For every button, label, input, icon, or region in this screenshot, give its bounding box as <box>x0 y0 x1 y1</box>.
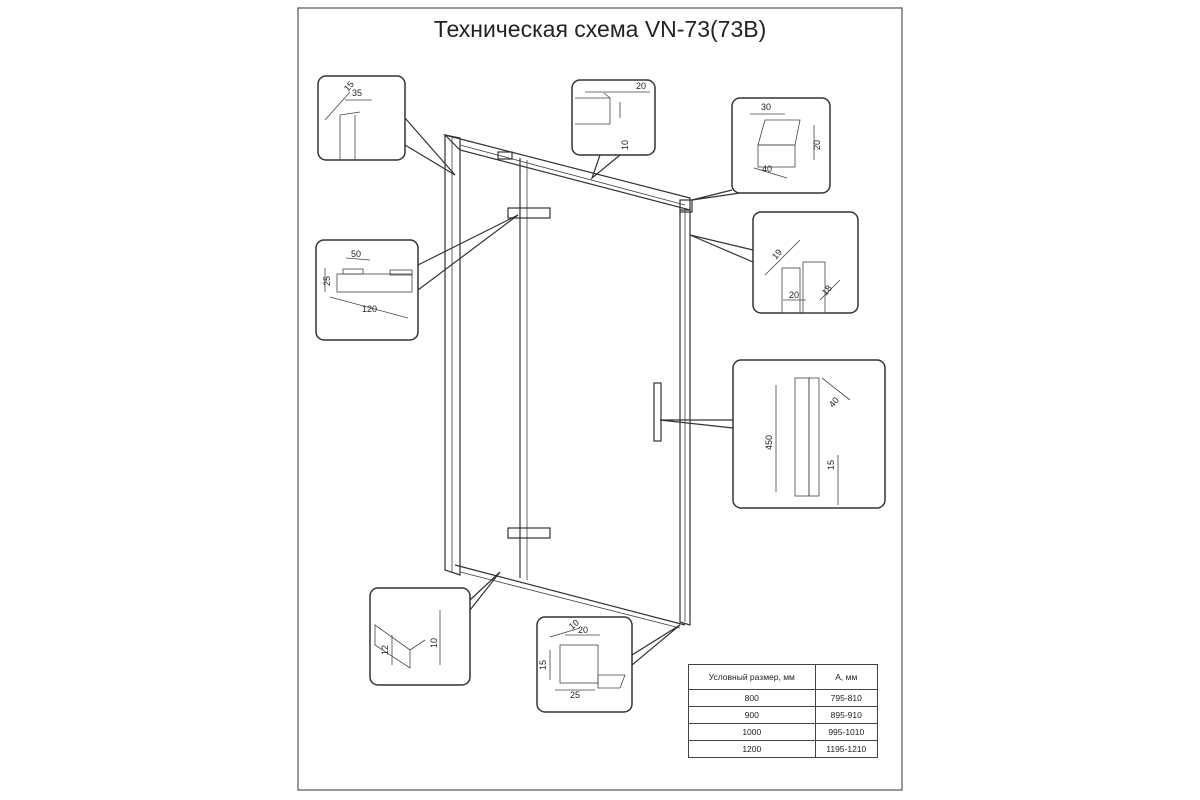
corner-bracket <box>679 199 693 213</box>
drawing-title: Техническая схема VN-73(73B) <box>433 16 767 42</box>
svg-text:20: 20 <box>812 140 822 150</box>
svg-text:35: 35 <box>352 88 362 98</box>
hinge-top <box>507 207 551 219</box>
callout-side-profile: 15 35 <box>317 75 406 161</box>
hinge-bottom <box>507 527 551 539</box>
callout-top-rail: 20 10 <box>571 79 656 156</box>
svg-text:19: 19 <box>770 247 784 261</box>
svg-text:20: 20 <box>789 290 799 300</box>
handle <box>653 382 662 442</box>
svg-text:450: 450 <box>764 435 774 450</box>
svg-text:10: 10 <box>620 140 630 150</box>
svg-text:15: 15 <box>342 79 356 93</box>
svg-text:20: 20 <box>636 81 646 91</box>
callout-corner-bracket: 30 20 40 <box>731 97 831 194</box>
shower-door <box>443 133 693 629</box>
svg-text:25: 25 <box>570 690 580 700</box>
svg-text:25: 25 <box>322 276 332 286</box>
svg-text:30: 30 <box>761 102 771 112</box>
callout-handle: 40 450 15 <box>732 359 886 509</box>
left-post <box>444 134 461 576</box>
svg-text:50: 50 <box>351 249 361 259</box>
right-post <box>679 209 691 626</box>
svg-text:40: 40 <box>827 395 841 409</box>
callout-bottom-seal: 12 10 <box>369 587 471 686</box>
svg-text:10: 10 <box>567 617 581 631</box>
callout-wall-profile: 19 20 18 <box>752 211 859 314</box>
svg-text:40: 40 <box>762 164 772 174</box>
svg-text:20: 20 <box>578 625 588 635</box>
svg-text:15: 15 <box>538 660 548 670</box>
svg-text:120: 120 <box>362 304 377 314</box>
svg-text:18: 18 <box>820 283 834 297</box>
callout-hinge: 50 25 120 <box>315 239 419 341</box>
svg-text:12: 12 <box>380 645 390 655</box>
callout-bottom-bracket: 10 20 15 25 <box>536 616 633 713</box>
bottom-rail <box>454 564 686 626</box>
svg-text:15: 15 <box>826 460 836 470</box>
page-frame <box>297 7 903 791</box>
svg-text:10: 10 <box>429 638 439 648</box>
